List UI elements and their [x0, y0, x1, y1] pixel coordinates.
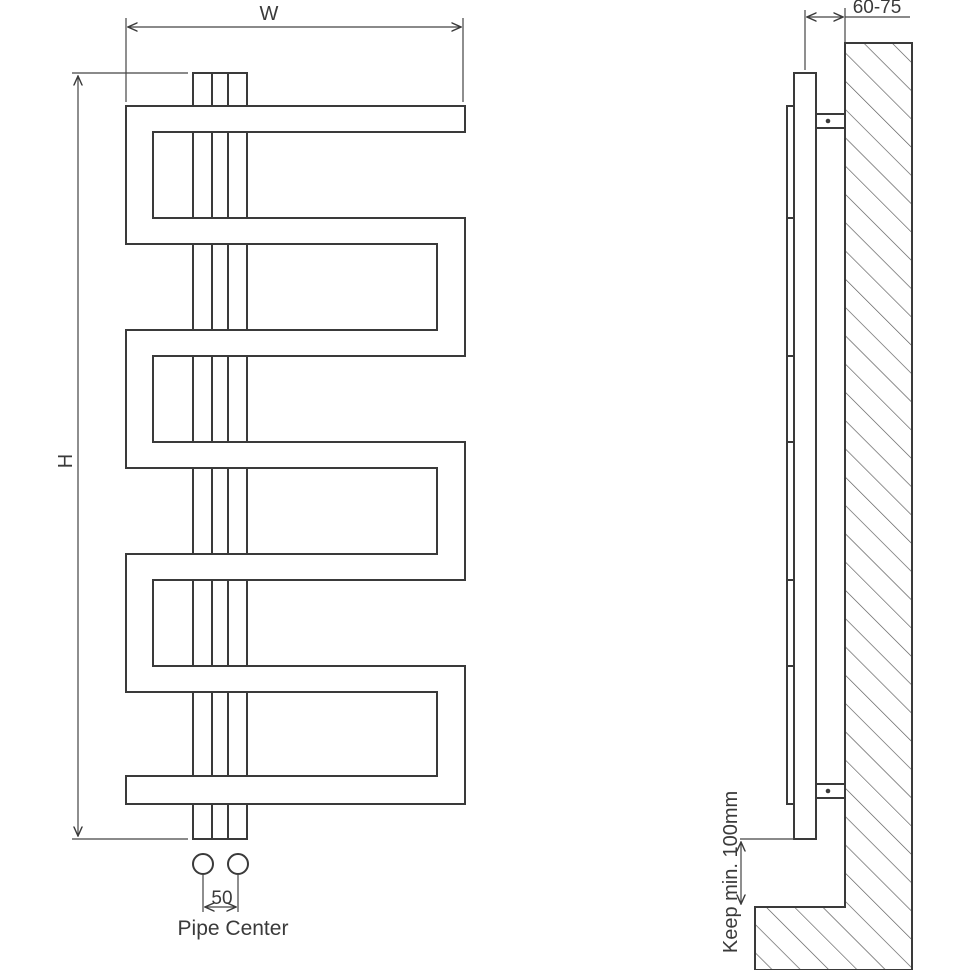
floor-clearance-dimension: Keep min. 100mm — [720, 791, 794, 953]
pipe-connections: 50 Pipe Center — [178, 853, 289, 940]
side-view: 60-75 Keep min. 100mm — [720, 0, 913, 970]
pipe-connection-left — [192, 853, 214, 875]
wall-bracket-top — [815, 113, 846, 129]
width-label: W — [260, 3, 279, 25]
wall-and-floor-hatched — [754, 42, 913, 970]
pipes-through-openings — [192, 132, 248, 776]
height-dimension: H — [55, 72, 188, 840]
pipe-connection-right — [227, 853, 249, 875]
height-label: H — [55, 454, 77, 468]
wall-bracket-bottom — [815, 783, 846, 799]
radiator-side-segments — [786, 105, 795, 805]
serpentine-radiator-outline — [125, 105, 466, 805]
pipe-center-label: Pipe Center — [178, 917, 289, 940]
width-dimension: W — [125, 3, 464, 102]
radiator-side-profile — [793, 72, 817, 840]
pipe-spacing-label: 50 — [211, 888, 232, 909]
floor-clearance-label: Keep min. 100mm — [720, 791, 742, 953]
wall-distance-label: 60-75 — [853, 0, 902, 18]
wall-distance-dimension: 60-75 — [804, 0, 910, 70]
front-view: W H 50 Pipe Center — [55, 3, 466, 940]
